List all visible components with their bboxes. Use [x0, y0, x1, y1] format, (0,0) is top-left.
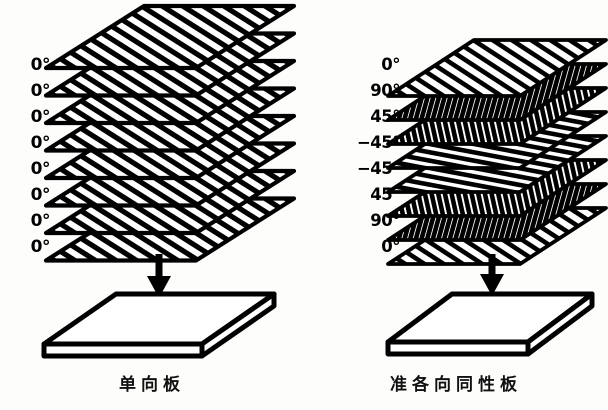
- down-arrow-icon: [480, 254, 504, 296]
- panel-caption-quasi-isotropic: 准各向同性板: [390, 375, 522, 395]
- plate-solid: [385, 291, 595, 357]
- ply-angle-label: −45°: [356, 133, 401, 152]
- plate-solid: [41, 291, 277, 359]
- ply-angle-label-column-left: 0° 0° 0° 0° 0° 0° 0° 0°: [4, 52, 51, 260]
- ply-angle-label: 0°: [381, 55, 400, 74]
- ply-angle-label: −45°: [356, 159, 401, 178]
- consolidated-plate-unidirectional: [28, 252, 290, 364]
- ply-angle-label: 0°: [30, 237, 51, 257]
- ply-stack-quasi-isotropic: [386, 38, 608, 266]
- ply-angle-label: 0°: [30, 55, 51, 75]
- ply-angle-label: 0°: [30, 211, 51, 231]
- ply-angle-label: 0°: [30, 185, 51, 205]
- ply-stack-unidirectional: [43, 3, 297, 263]
- ply-angle-label: 0°: [30, 159, 51, 179]
- ply-angle-label: 0°: [30, 107, 51, 127]
- panel-quasi-isotropic: 0° 90° 45° −45° −45° 45° 90° 0°: [304, 0, 608, 410]
- ply-angle-label: 0°: [30, 133, 51, 153]
- panel-caption-unidirectional: 单向板: [119, 375, 185, 395]
- ply-angle-label: 0°: [30, 81, 51, 101]
- down-arrow-icon: [147, 254, 171, 298]
- consolidated-plate-quasi-isotropic: [380, 248, 602, 364]
- panel-unidirectional: 0° 0° 0° 0° 0° 0° 0° 0°: [4, 3, 297, 395]
